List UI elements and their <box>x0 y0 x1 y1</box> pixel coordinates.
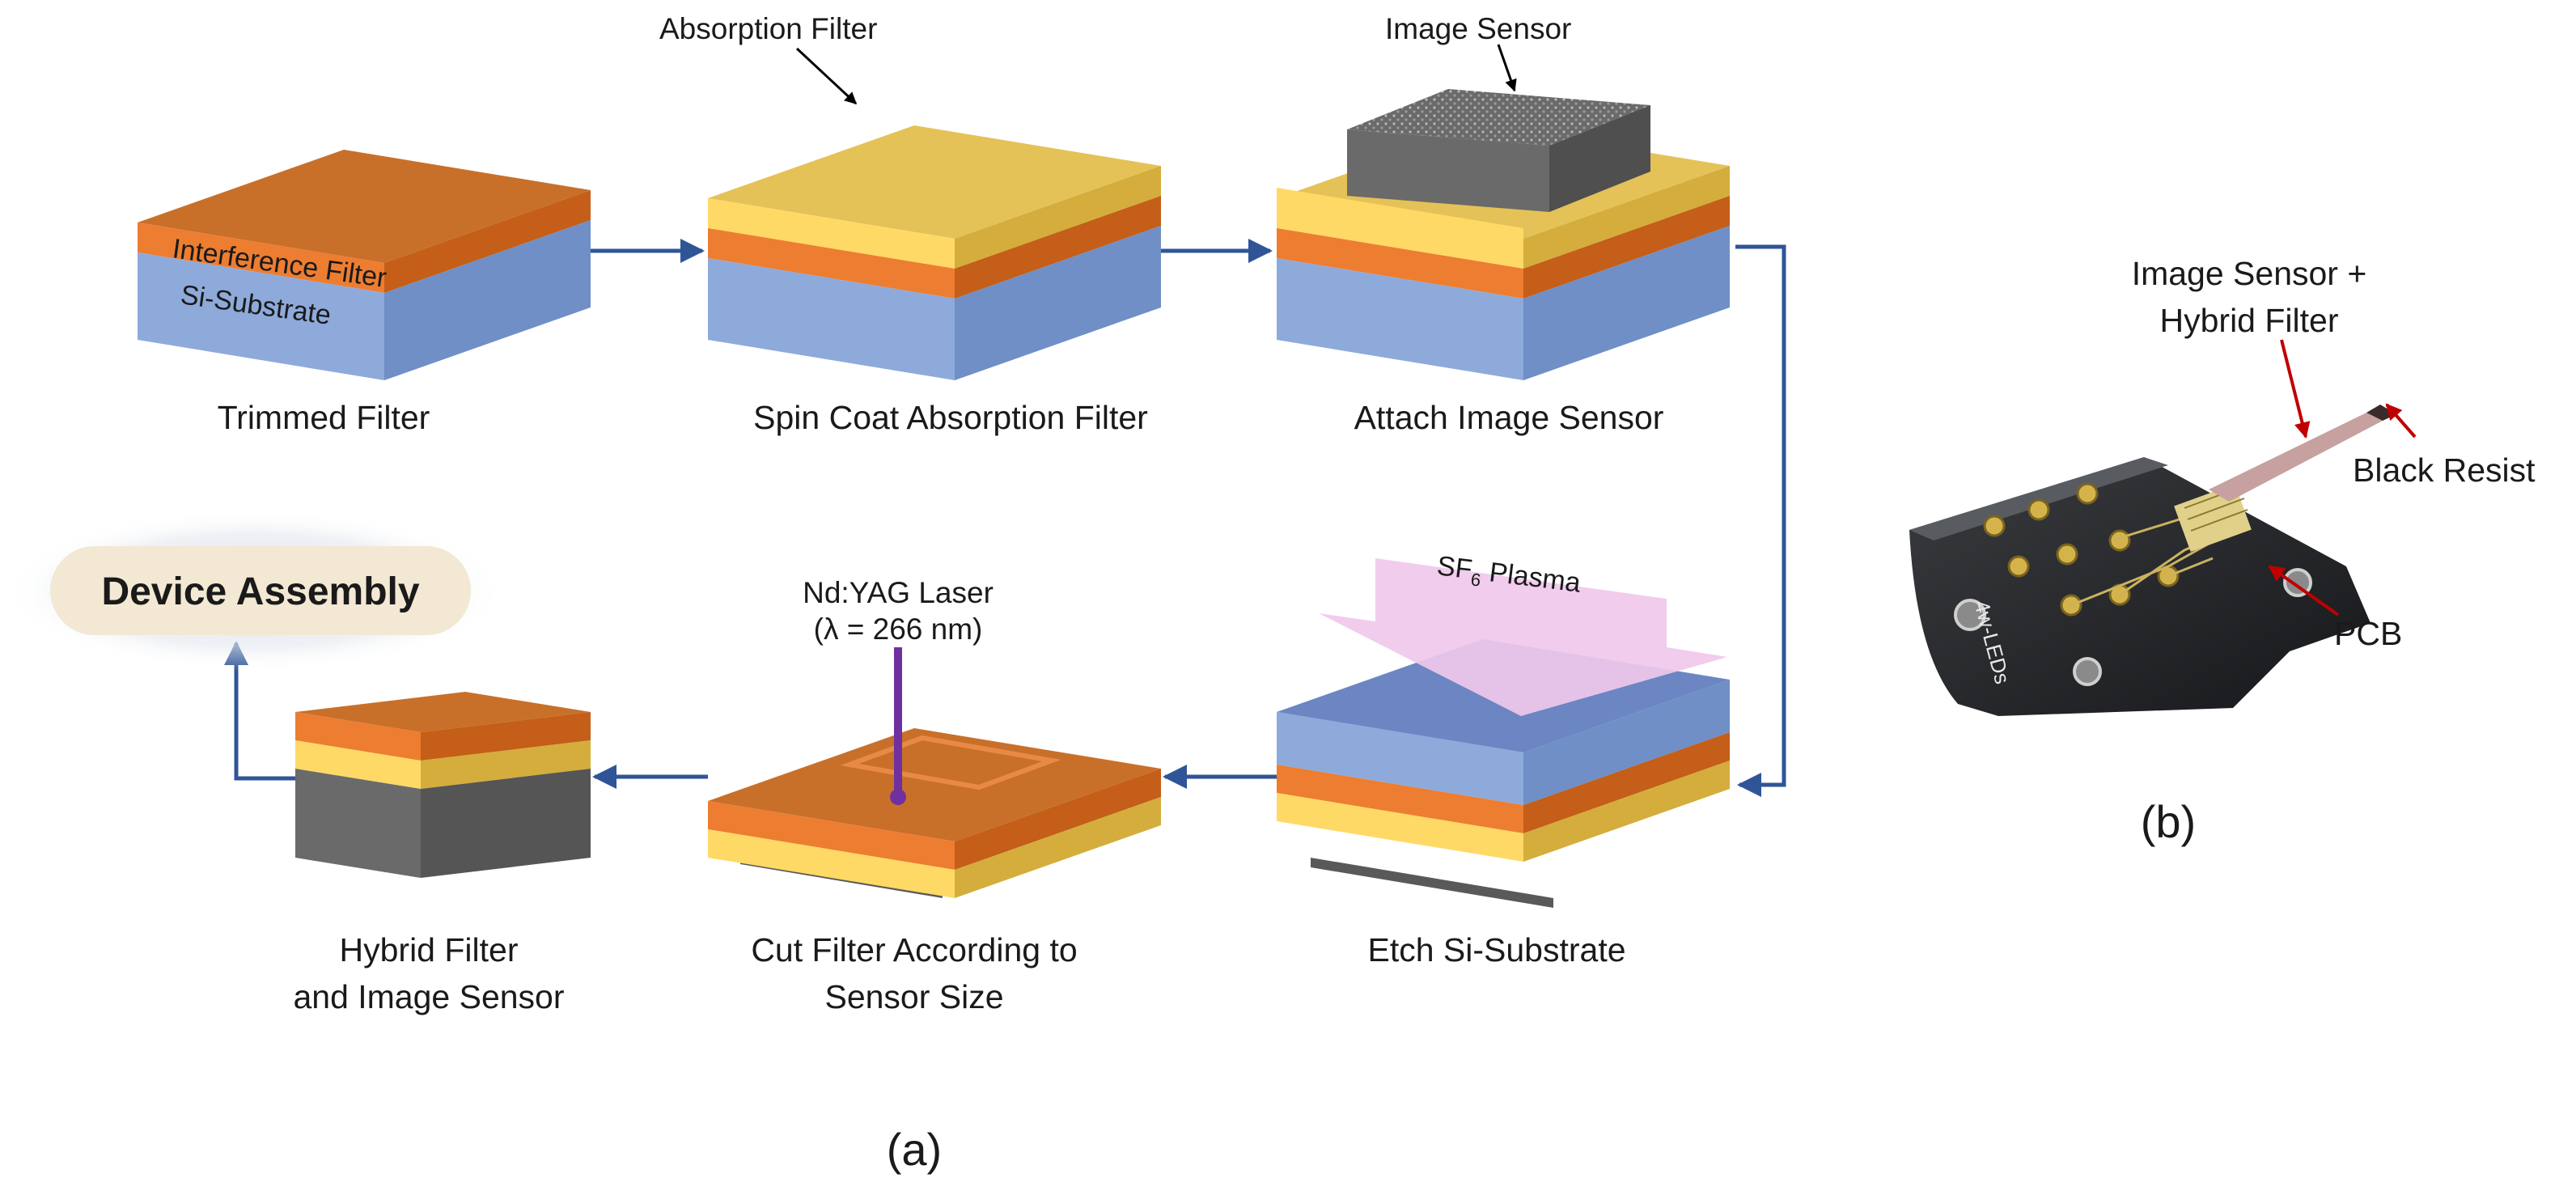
image-sensor-side <box>421 769 591 878</box>
step-caption: Cut Filter According to <box>751 931 1077 968</box>
sf6-plasma-arrow <box>1319 558 1727 716</box>
absorption-layer-side <box>421 740 591 789</box>
absorption-layer-front <box>708 829 955 898</box>
absorption-layer-front <box>1277 198 1523 269</box>
image-sensor-label: Image Sensor <box>1385 12 1571 45</box>
absorption-layer-front <box>295 740 421 789</box>
interference-layer-side <box>384 190 591 293</box>
step-hybrid-filter: Hybrid Filter and Image Sensor <box>293 692 591 1015</box>
step-etch-substrate: SF6 Plasma Etch Si-Substrate <box>1277 550 1730 968</box>
image-sensor-top <box>1347 89 1650 146</box>
interference-layer-front <box>1277 228 1523 299</box>
si-substrate-side <box>955 226 1161 380</box>
step-attach-sensor: Image Sensor Attach Image Sensor <box>1277 12 1730 436</box>
absorption-layer-top <box>708 125 1161 239</box>
absorption-layer-side <box>955 166 1161 269</box>
image-sensor-front <box>295 769 421 878</box>
step-caption: Trimmed Filter <box>218 399 430 436</box>
flow-arrow <box>224 641 295 781</box>
interference-layer-top <box>138 150 591 263</box>
laser-label-line1: Nd:YAG Laser <box>803 576 994 609</box>
interference-layer-side <box>1523 732 1730 833</box>
step-spin-coat: Absorption Filter Spin Coat Absorption F… <box>659 12 1161 436</box>
si-substrate-side <box>1523 226 1730 380</box>
step-caption: and Image Sensor <box>293 978 564 1015</box>
callout-arrow <box>2280 339 2311 439</box>
sensor-filter-label-line1: Image Sensor + <box>2132 255 2367 292</box>
pcb-label: PCB <box>2334 615 2402 652</box>
step-caption: Hybrid Filter <box>340 931 519 968</box>
sensor-chip-pads <box>2174 484 2252 552</box>
si-substrate-front <box>1277 258 1523 380</box>
step-caption: Etch Si-Substrate <box>1367 931 1625 968</box>
si-substrate-front <box>138 252 384 380</box>
callout-arrow <box>1497 44 1517 92</box>
step-cut-filter: Nd:YAG Laser (λ = 266 nm) Cut Filter Acc… <box>708 576 1161 1015</box>
si-substrate-front <box>1277 712 1523 805</box>
flow-arrow <box>1735 244 1786 797</box>
image-sensor-side <box>1549 105 1650 212</box>
interference-layer-front <box>708 801 955 870</box>
sensor-underside <box>1311 858 1553 908</box>
callout-arrow <box>2385 403 2417 439</box>
si-substrate-side <box>1523 680 1730 805</box>
step-trimmed-filter: Interference Filter Si-Substrate Trimmed… <box>138 150 591 436</box>
interference-layer-side <box>955 196 1161 299</box>
absorption-layer-side <box>955 797 1161 898</box>
device-assembly-label: Device Assembly <box>101 570 419 613</box>
step-caption: Attach Image Sensor <box>1354 399 1664 436</box>
hybrid-filter-strip <box>2209 413 2383 502</box>
interference-layer-side <box>421 712 591 761</box>
image-sensor-front <box>1347 129 1549 212</box>
black-resist-label: Black Resist <box>2353 451 2536 489</box>
step-caption: Spin Coat Absorption Filter <box>753 399 1148 436</box>
callout-arrow <box>2268 565 2340 617</box>
pcb-board <box>1909 457 2371 716</box>
absorption-layer-front <box>1277 188 1523 239</box>
device-assembly-badge: Device Assembly <box>4 510 506 672</box>
mounting-hole <box>2073 657 2102 686</box>
interference-layer-front <box>1277 765 1523 833</box>
absorption-layer-front <box>1277 793 1523 862</box>
interference-layer-top <box>295 692 591 732</box>
step-caption: Sensor Size <box>824 978 1003 1015</box>
si-substrate-front <box>708 258 955 380</box>
interference-layer-top <box>708 728 1161 841</box>
interference-layer-front <box>708 228 955 299</box>
absorption-filter-label: Absorption Filter <box>659 12 877 45</box>
interference-layer-side <box>955 769 1161 870</box>
absorption-layer-front <box>708 198 955 269</box>
si-substrate-side <box>384 220 591 380</box>
badge-body <box>50 546 471 635</box>
panel-b-label: (b) <box>2141 796 2196 847</box>
panel-a-label: (a) <box>887 1124 942 1175</box>
interference-layer-side <box>1523 196 1730 299</box>
device-photo: 4w-LEDs <box>1909 405 2396 716</box>
interference-layer-front <box>138 223 384 293</box>
interference-layer-front <box>295 712 421 761</box>
absorption-layer-side <box>1523 761 1730 862</box>
mounting-hole <box>1954 599 1986 631</box>
laser-label-line2: (λ = 266 nm) <box>814 612 983 646</box>
absorption-layer-side <box>1523 166 1730 269</box>
callout-arrow <box>795 47 858 105</box>
laser-spot <box>890 789 906 805</box>
sensor-filter-label-line2: Hybrid Filter <box>2160 302 2339 339</box>
